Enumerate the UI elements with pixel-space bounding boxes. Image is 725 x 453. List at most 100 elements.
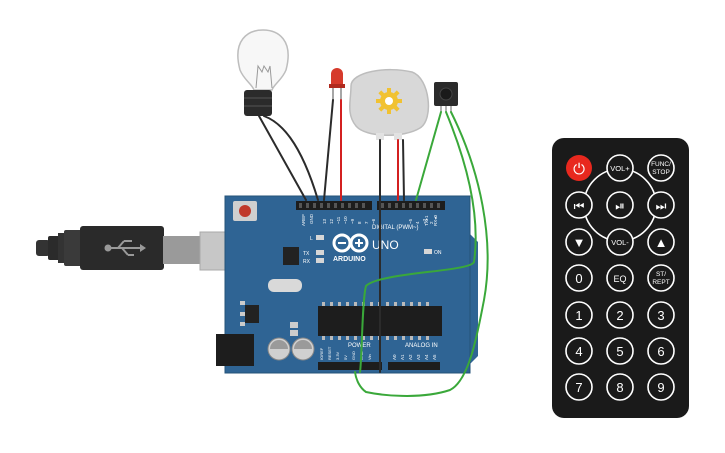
next-button[interactable]: ⏭ [647, 191, 675, 219]
regulator [245, 305, 259, 323]
rx-led-label: RX [303, 259, 311, 265]
gnd-label: GND [309, 213, 314, 224]
l-led-label: L [310, 236, 313, 242]
gear-icon [376, 88, 402, 114]
digital-pin-label: ~6 [371, 218, 376, 224]
rx0-label: RX◂0 [433, 214, 438, 226]
usb-chip [283, 247, 299, 265]
up-button[interactable]: ▲ [647, 228, 675, 256]
vol-up-button[interactable]: VOL+ [606, 154, 634, 182]
wire-ir-signal [415, 111, 442, 201]
func-stop-button[interactable]: FUNC/ STOP [647, 154, 675, 182]
power-button[interactable]: ⏻ [566, 155, 592, 181]
digit-button-4[interactable]: 4 [565, 337, 593, 365]
wire-ir-gnd [359, 111, 477, 373]
aref-label: AREF [301, 214, 306, 226]
digit-button-9[interactable]: 9 [647, 373, 675, 401]
wire-ir-vcc [354, 111, 489, 397]
digital-pwm-label: DIGITAL (PWM~) [372, 225, 419, 231]
power-icon: ⏻ [573, 161, 585, 178]
digit-label: 5 [616, 344, 623, 359]
digital-pin-label: 4 [415, 221, 420, 224]
st-label-line2: REPT [652, 279, 669, 286]
wire-motor-black2 [402, 139, 405, 201]
light-bulb [237, 29, 289, 116]
next-icon: ⏭ [656, 199, 667, 213]
vol-up-label: VOL+ [610, 164, 630, 173]
brand-label: ARDUINO [333, 256, 366, 263]
model-label: UNO [372, 238, 399, 252]
digit-label: 1 [575, 308, 582, 323]
play-pause-button[interactable]: ⏯ [606, 191, 634, 219]
digit-button-6[interactable]: 6 [647, 337, 675, 365]
digital-pin-label: 8 [357, 221, 362, 224]
zero-button[interactable]: 0 [565, 264, 593, 292]
digit-label: 2 [616, 308, 623, 323]
digit-button-8[interactable]: 8 [606, 373, 634, 401]
digit-label: 4 [575, 344, 582, 359]
digit-label: 6 [657, 344, 664, 359]
analog-pin-label: A2 [408, 354, 413, 360]
power-jack [216, 334, 254, 366]
eq-button[interactable]: EQ [606, 264, 634, 292]
wire-led-pin13 [323, 99, 334, 201]
reset-button[interactable] [233, 201, 257, 221]
digital-pin-label: 7 [364, 221, 369, 224]
digit-button-1[interactable]: 1 [565, 301, 593, 329]
digit-button-3[interactable]: 3 [647, 301, 675, 329]
analog-pin-label: A4 [424, 354, 429, 360]
digit-label: 9 [657, 380, 664, 395]
power-pin-label: GND [351, 351, 356, 360]
dc-motor [349, 68, 430, 140]
digital-pin-label: ~11 [336, 216, 341, 224]
power-header [318, 362, 440, 370]
digital-pin-label: 2 [429, 221, 434, 224]
analog-pin-label: A3 [416, 354, 421, 360]
up-arrow-icon: ▲ [655, 235, 668, 250]
digit-label: 3 [657, 308, 664, 323]
analog-label: ANALOG IN [405, 343, 438, 349]
on-led [424, 249, 432, 254]
eq-label: EQ [613, 274, 626, 284]
l-led [316, 235, 324, 240]
digit-buttons: 1 2 3 4 5 6 7 8 9 [565, 301, 675, 401]
power-pin-label: Vin [367, 354, 372, 360]
digit-button-2[interactable]: 2 [606, 301, 634, 329]
st-rept-button[interactable]: ST/ REPT [647, 264, 675, 292]
tx1-label: TX▸1 [424, 215, 429, 226]
crystal [268, 279, 302, 292]
digital-pin-label: 12 [329, 218, 334, 224]
power-pin-label: 3.3V [335, 351, 340, 360]
vol-down-button[interactable]: VOL- [606, 228, 634, 256]
digital-header [296, 201, 445, 210]
on-led-label: ON [434, 250, 442, 256]
play-pause-icon: ⏯ [615, 199, 625, 213]
digit-button-7[interactable]: 7 [565, 373, 593, 401]
red-led [329, 68, 345, 100]
prev-button[interactable]: ⏮ [565, 191, 593, 219]
power-pin-label: RESET [327, 346, 332, 360]
usb-icon [104, 240, 146, 256]
wires [258, 99, 489, 397]
ir-receiver [434, 82, 458, 112]
st-label-line1: ST/ [656, 271, 666, 278]
digital-pin-label: 13 [322, 218, 327, 224]
analog-pin-label: A0 [392, 354, 397, 360]
analog-pin-label: A5 [432, 354, 437, 360]
func-label-line1: FUNC/ [651, 161, 671, 168]
arduino-logo [332, 233, 369, 253]
digital-pin-label: ~10 [343, 216, 348, 224]
power-pin-label: IOREF [319, 347, 324, 360]
down-button[interactable]: ▼ [565, 228, 593, 256]
digit-label: 7 [575, 380, 582, 395]
vol-down-label: VOL- [611, 238, 629, 247]
func-label-line2: STOP [652, 169, 670, 176]
digital-pin-label: ~9 [350, 218, 355, 224]
digit-button-5[interactable]: 5 [606, 337, 634, 365]
wire-bulb-gnd [258, 115, 307, 201]
ir-remote: ⏻ VOL+ FUNC/ STOP ⏮ ⏯ ⏭ ▼ [552, 138, 689, 418]
